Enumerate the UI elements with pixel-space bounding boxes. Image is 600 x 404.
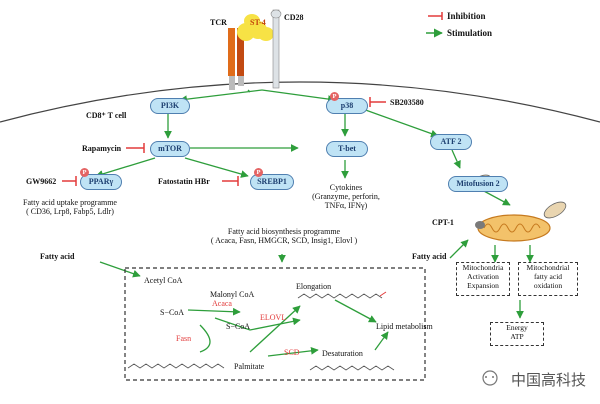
cell-label: CD8⁺ T cell [86, 111, 127, 120]
node-mitofusion2: Mitofusion 2 [448, 176, 508, 192]
node-p38: p38 [326, 98, 368, 114]
scd-enzyme: SCD [284, 348, 300, 357]
fasn-enzyme: Fasn [176, 334, 192, 343]
desaturation-label: Desaturation [322, 349, 363, 358]
cytokines-text: Cytokines (Granzyme, perforin, TNFα, IFN… [312, 183, 380, 210]
cd28-label: CD28 [284, 13, 304, 22]
st4-ligand [237, 14, 274, 41]
inhibitor-gw9662: GW9662 [26, 177, 57, 186]
cd28-receptor [270, 9, 282, 89]
biosynthesis-programme: Fatty acid biosynthesis programme ( Acac… [210, 227, 358, 245]
cpt1-label: CPT-1 [432, 218, 454, 227]
node-mtor: mTOR [150, 141, 190, 157]
phospho-ppar: P [80, 168, 89, 177]
node-atf2: ATF 2 [430, 134, 472, 150]
scoa-acetyl: S−CoA [160, 308, 185, 317]
node-srebp1: SREBP1 [250, 174, 294, 190]
st4-label: ST-4 [250, 18, 266, 27]
uptake-programme: Fatty acid uptake programme ( CD36, Lrp8… [23, 198, 117, 216]
phospho-srebp1: P [254, 168, 263, 177]
elongation-label: Elongation [296, 282, 332, 291]
watermark: 中国高科技 [510, 371, 586, 389]
acaca-enzyme: Acaca [212, 299, 232, 308]
legend-inhibition: Inhibition [447, 11, 486, 21]
node-pi3k: PI3K [150, 98, 190, 114]
acetyl-coa: Acetyl CoA [144, 276, 183, 285]
node-ppar: PPARγ [80, 174, 122, 190]
cell-membrane [0, 81, 600, 123]
inhibitor-rapamycin: Rapamycin [82, 144, 122, 153]
fatty-acid-right: Fatty acid [412, 252, 447, 261]
mitochondria-small-2 [543, 201, 567, 219]
malonyl-coa: Malonyl CoA [210, 290, 255, 299]
tcr-receptor [228, 28, 244, 90]
inhibitor-fatostatin: Fatostatin HBr [158, 177, 210, 186]
legend-stimulation: Stimulation [447, 28, 493, 38]
scoa-malonyl: S−CoA [226, 322, 251, 331]
fatty-acid-left: Fatty acid [40, 252, 75, 261]
node-tbet: T-bet [326, 141, 368, 157]
palmitate-label: Palmitate [234, 362, 265, 371]
energy-box: Energy ATP [490, 322, 544, 346]
inhibitor-sb203580: SB203580 [390, 98, 424, 107]
mito-activation-box: Mitochondria Activation Expansion [456, 262, 510, 296]
mitochondria-large [477, 214, 551, 242]
phospho-p38: P [330, 92, 339, 101]
mito-oxidation-box: Mitochondrial fatty acid oxidation [518, 262, 578, 296]
tcr-label: TCR [210, 18, 227, 27]
lipid-metabolism-label: Lipid metabolism [376, 322, 433, 331]
elovl-enzyme: ELOVL [260, 313, 287, 322]
metabolism-frame [124, 267, 426, 381]
